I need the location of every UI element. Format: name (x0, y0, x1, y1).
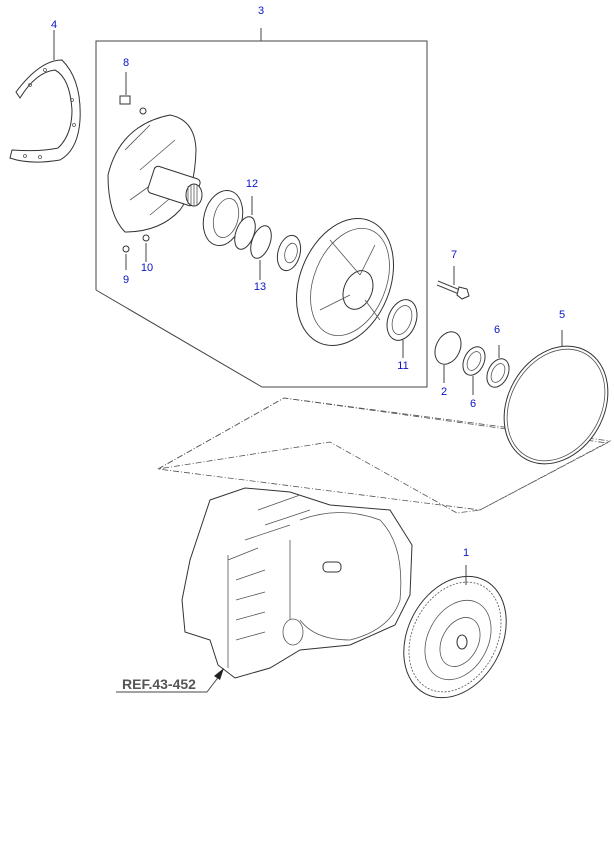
callout-1[interactable]: 1 (463, 547, 469, 559)
pump-oil-seal-part (386, 299, 418, 358)
callout-2[interactable]: 2 (441, 386, 447, 398)
large-o-ring-part (503, 330, 609, 465)
callout-6b[interactable]: 6 (494, 324, 500, 336)
callout-9[interactable]: 9 (123, 274, 129, 286)
plug-bolt-part (119, 72, 147, 115)
o-ring-part (434, 331, 462, 383)
seal-rings (234, 196, 272, 280)
reference-label[interactable]: REF.43-452 (122, 676, 196, 692)
reference-leader (116, 668, 224, 693)
callout-6a[interactable]: 6 (470, 398, 476, 410)
flange-bolt-part (436, 266, 470, 300)
steel-balls (122, 234, 150, 270)
callout-4[interactable]: 4 (51, 19, 57, 31)
oil-seals-part (462, 345, 510, 395)
transaxle-case (181, 487, 413, 679)
assembly-box (95, 28, 428, 388)
pump-housing-part (296, 218, 394, 346)
torque-converter-part (403, 565, 507, 699)
callout-3[interactable]: 3 (258, 5, 264, 17)
callout-5[interactable]: 5 (559, 309, 565, 321)
inner-gear-part (276, 234, 302, 272)
callout-10[interactable]: 10 (141, 262, 153, 274)
pump-cover-part (107, 114, 203, 233)
callout-11[interactable]: 11 (397, 360, 408, 372)
callout-12[interactable]: 12 (246, 178, 258, 190)
callout-8[interactable]: 8 (123, 57, 129, 69)
gasket-part (9, 30, 81, 163)
callout-7[interactable]: 7 (451, 249, 457, 261)
callout-13[interactable]: 13 (254, 281, 266, 293)
